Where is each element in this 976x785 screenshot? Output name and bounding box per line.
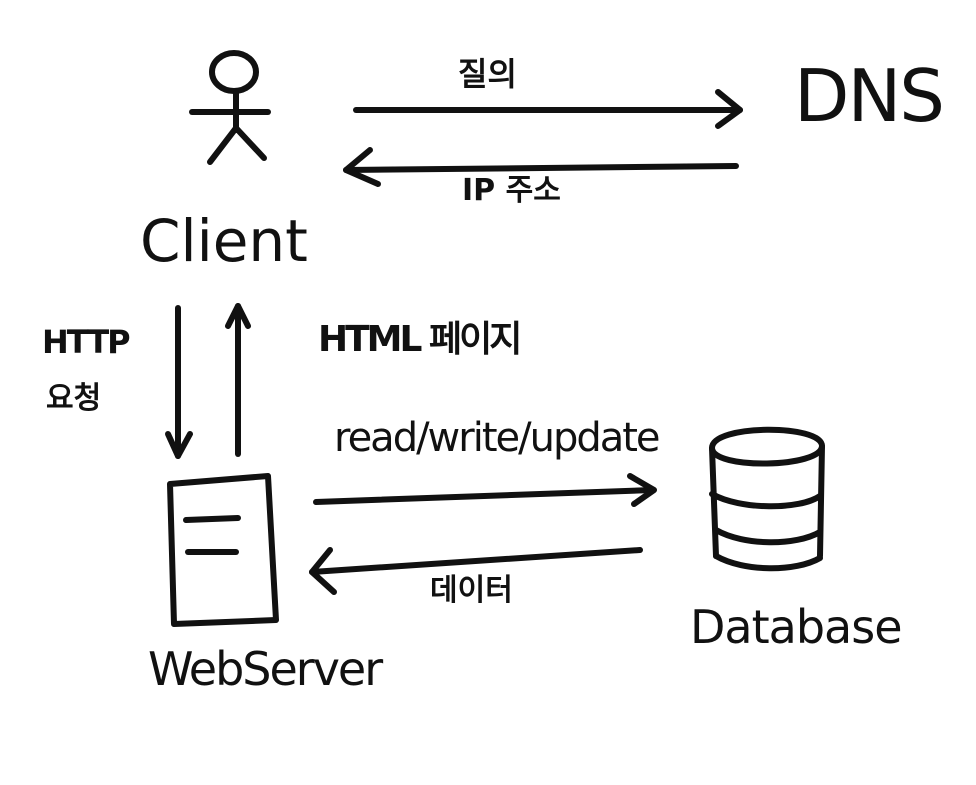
query-edge-label: 질의: [458, 55, 517, 93]
http-edge-label: HTTP: [42, 323, 131, 361]
client-label: Client: [140, 207, 308, 275]
dns-label: DNS: [794, 54, 945, 138]
data-edge-label: 데이터: [430, 573, 513, 608]
ip-address-edge-label: IP 주소: [462, 173, 561, 208]
arrow-dns-to-client: [343, 147, 739, 187]
http-request-edge-label: 요청: [46, 381, 102, 416]
html-page-edge-label: HTML 페이지: [318, 319, 522, 360]
arrow-server-to-database: [313, 473, 657, 507]
stick-figure-icon: [189, 50, 271, 165]
arrow-server-to-client: [225, 303, 251, 457]
arrow-client-to-server: [165, 305, 193, 459]
database-cylinder-icon: [709, 426, 825, 572]
arrow-database-to-server: [309, 547, 643, 595]
web-server-label: WebServer: [148, 642, 383, 696]
database-label: Database: [690, 600, 902, 654]
read-write-update-edge-label: read/write/update: [334, 415, 661, 461]
server-icon: [167, 473, 279, 627]
arrow-client-to-dns: [353, 89, 743, 129]
